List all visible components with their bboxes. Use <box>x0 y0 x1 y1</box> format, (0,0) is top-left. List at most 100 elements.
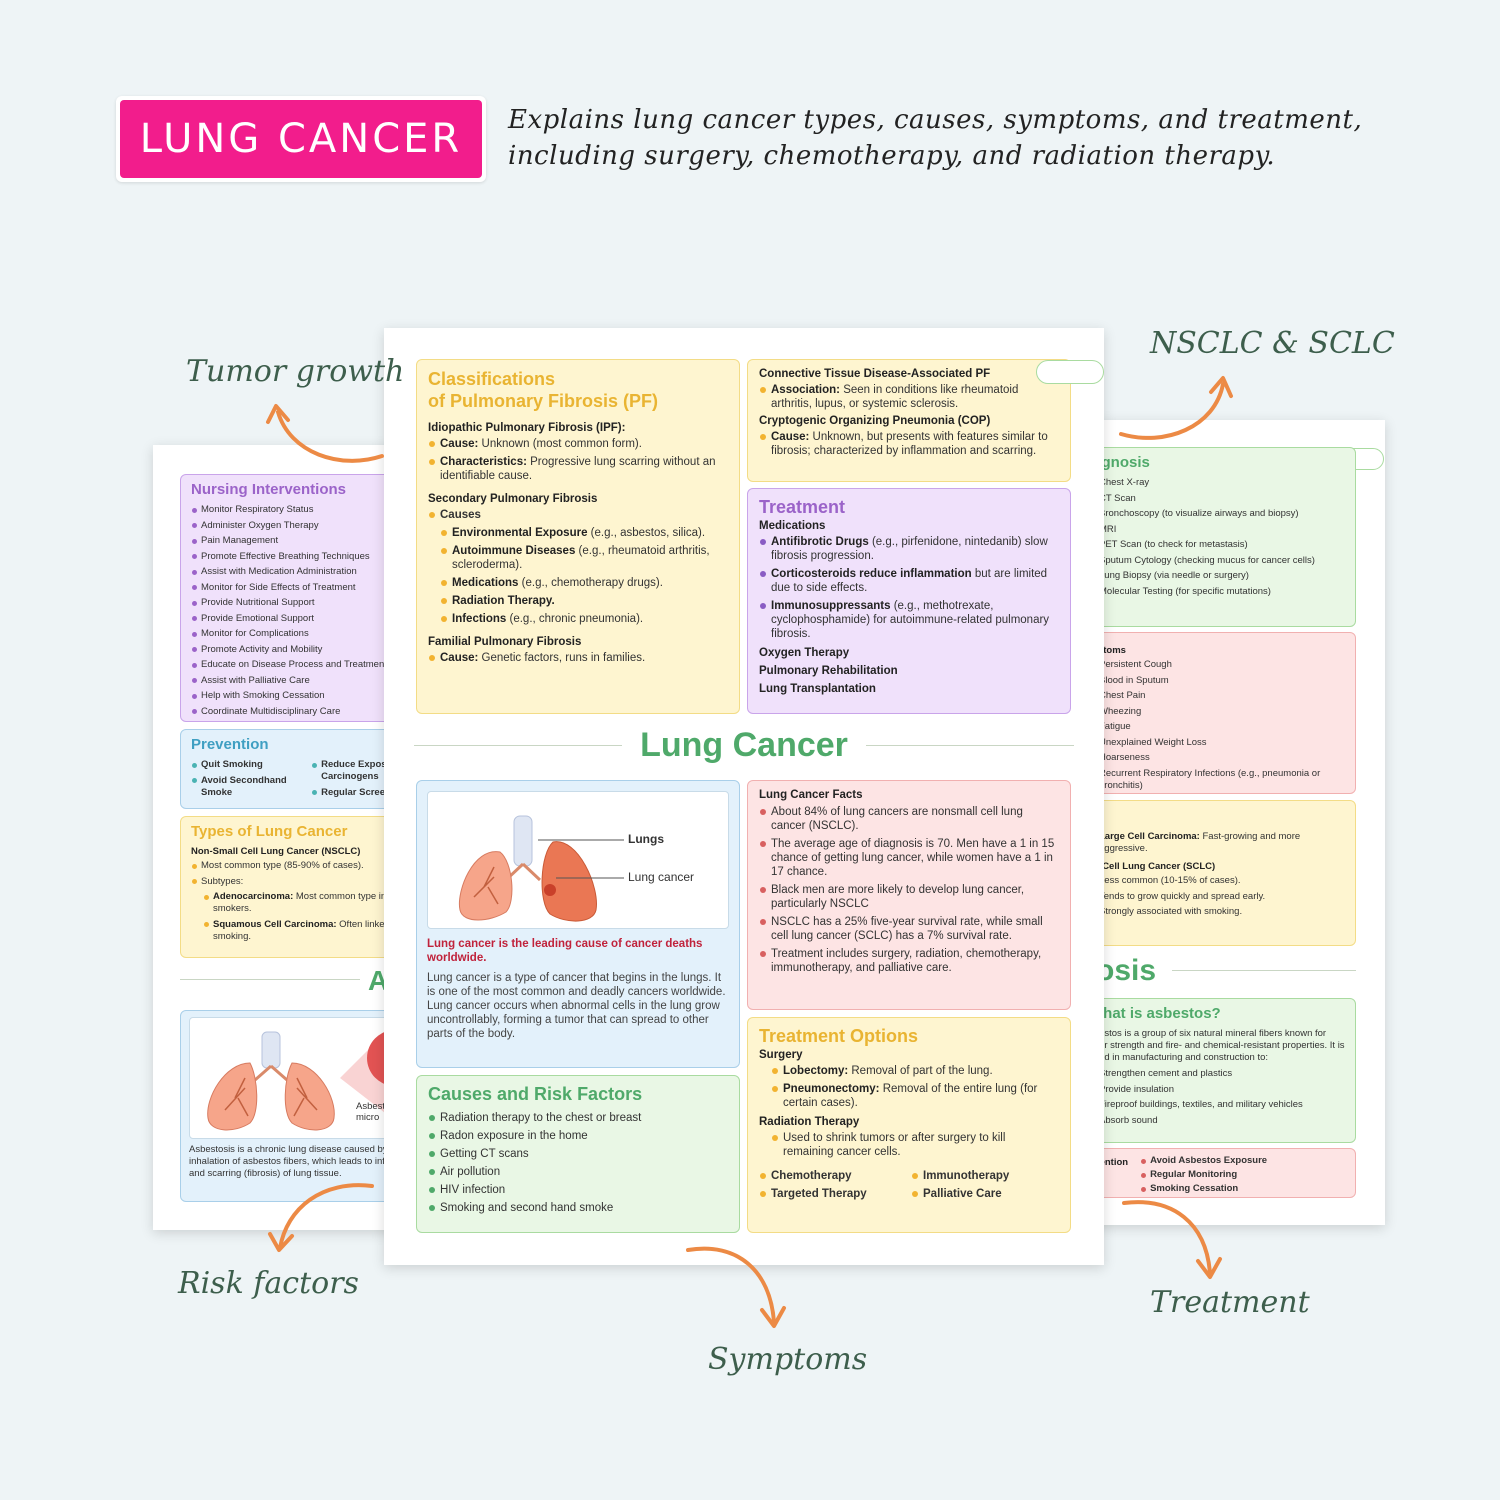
list-item: Large Cell Carcinoma: Fast-growing and m… <box>1089 831 1345 855</box>
list-item: Bronchoscopy (to visualize airways and b… <box>1089 508 1345 520</box>
classifications-title: Classifications of Pulmonary Fibrosis (P… <box>428 369 659 411</box>
list-item: Educate on Disease Process and Treatment <box>191 659 413 671</box>
list-item: Regular Screening <box>311 787 413 799</box>
lung-cancer-heading: Lung Cancer <box>414 726 1074 765</box>
list-item: Corticosteroids reduce inflammation but … <box>759 567 1059 595</box>
list-item: Molecular Testing (for specific mutation… <box>1089 586 1345 598</box>
list-item: Adenocarcinoma: Most common type in non-… <box>203 891 413 915</box>
divider <box>1172 970 1356 971</box>
tab-pill <box>1036 360 1104 384</box>
list-item: Environmental Exposure (e.g., asbestos, … <box>440 526 728 540</box>
list-item: Quit Smoking <box>191 759 299 771</box>
list-item: Used to shrink tumors or after surgery t… <box>771 1131 1059 1159</box>
list-item: Autoimmune Diseases (e.g., rheumatoid ar… <box>440 544 728 572</box>
definition-card: Lungs Lung cancer Lung cancer is the lea… <box>416 780 740 1068</box>
diagnosis-card: iagnosis Chest X-ray CT Scan Bronchoscop… <box>1080 447 1356 627</box>
list-item: Persistent Cough <box>1089 659 1345 671</box>
rehab-heading: Pulmonary Rehabilitation <box>759 665 898 677</box>
lung-figure: Lungs Lung cancer <box>427 791 729 929</box>
list-item: Causes <box>428 508 728 522</box>
list-item: Pneumonectomy: Removal of the entire lun… <box>771 1082 1059 1110</box>
list-item: Sputum Cytology (checking mucus for canc… <box>1089 555 1345 567</box>
callout-risk-factors: Risk factors <box>178 1266 359 1301</box>
fpf-heading: Familial Pulmonary Fibrosis <box>428 636 582 648</box>
list-item: About 84% of lung cancers are nonsmall c… <box>759 805 1059 833</box>
list-item: Avoid Asbestos Exposure <box>1140 1155 1267 1167</box>
list-item: CT Scan <box>1089 493 1345 505</box>
list-item: Blood in Sputum <box>1089 675 1345 687</box>
list-item: Promote Activity and Mobility <box>191 644 413 656</box>
list-item: Provide Nutritional Support <box>191 597 413 609</box>
arrow-nsclc-icon <box>1119 376 1233 440</box>
asbestosis-card: Asbestos micro Asbestosis is a chronic l… <box>180 1010 413 1202</box>
asbestos-prevention-card: evention Avoid Asbestos Exposure Regular… <box>1080 1148 1356 1198</box>
list-item: Monitor for Complications <box>191 628 413 640</box>
lungs-icon <box>458 815 624 922</box>
causes-title: Causes and Risk Factors <box>428 1084 643 1104</box>
oxygen-heading: Oxygen Therapy <box>759 647 850 659</box>
list-item: Radon exposure in the home <box>428 1129 728 1143</box>
lead-statement: Lung cancer is the leading cause of canc… <box>427 938 703 964</box>
illustration-label: Asbestos micro <box>356 1101 396 1123</box>
callout-tumor-growth: Tumor growth <box>186 354 405 389</box>
prevention-card: Prevention Quit Smoking Avoid Secondhand… <box>180 729 413 809</box>
list-item: Avoid Secondhand Smoke <box>191 775 299 799</box>
list-item: Smoking Cessation <box>1140 1183 1267 1195</box>
title-badge: LUNG CANCER <box>116 96 486 182</box>
list-item: The average age of diagnosis is 70. Men … <box>759 837 1059 879</box>
label-lungs: Lungs <box>628 832 664 846</box>
list-item: Recurrent Respiratory Infections (e.g., … <box>1089 768 1345 792</box>
sclc-heading: all Cell Lung Cancer (SCLC) <box>1089 861 1216 872</box>
list-item: Absorb sound <box>1089 1115 1345 1127</box>
list-item: Lung Biopsy (via needle or surgery) <box>1089 570 1345 582</box>
list-item: Strongly associated with smoking. <box>1089 906 1345 918</box>
list-item: Pain Management <box>191 535 413 547</box>
list-item: Reduce Exposure to Carcinogens <box>311 759 413 783</box>
prevention-title: Prevention <box>191 736 269 753</box>
list-item: Infections (e.g., chronic pneumonia). <box>440 612 728 626</box>
list-item: Palliative Care <box>911 1187 1061 1201</box>
prevention-label: evention <box>1089 1157 1129 1168</box>
list-item: Monitor Respiratory Status <box>191 504 413 516</box>
list-item: Hoarseness <box>1089 752 1345 764</box>
arrow-treatment-icon <box>1122 1200 1222 1279</box>
callout-nsclc-sclc: NSCLC & SCLC <box>1150 326 1395 361</box>
ipf-heading: Idiopathic Pulmonary Fibrosis (IPF): <box>428 422 626 434</box>
nursing-interventions-card: Nursing Interventions Monitor Respirator… <box>180 474 413 722</box>
left-sheet: Nursing Interventions Monitor Respirator… <box>153 445 413 1230</box>
list-item: Coordinate Multidisciplinary Care <box>191 706 413 718</box>
list-item: PET Scan (to check for metastasis) <box>1089 539 1345 551</box>
list-item: Assist with Medication Administration <box>191 566 413 578</box>
list-item: Cause: Genetic factors, runs in families… <box>428 651 728 665</box>
list-item: Lobectomy: Removal of part of the lung. <box>771 1064 1059 1078</box>
list-item: Air pollution <box>428 1165 728 1179</box>
list-item: Radiation therapy to the chest or breast <box>428 1111 728 1125</box>
list-item: Provide insulation <box>1089 1084 1345 1096</box>
ctd-card: Connective Tissue Disease-Associated PF … <box>747 359 1071 482</box>
list-item: Less common (10-15% of cases). <box>1089 875 1345 887</box>
medications-heading: Medications <box>759 520 826 532</box>
sclc-card: Large Cell Carcinoma: Fast-growing and m… <box>1080 800 1356 946</box>
list-item: Promote Effective Breathing Techniques <box>191 551 413 563</box>
transplant-heading: Lung Transplantation <box>759 683 876 695</box>
list-item: Association: Seen in conditions like rhe… <box>759 383 1059 411</box>
label-lung-cancer: Lung cancer <box>628 870 695 884</box>
list-item: Fatigue <box>1089 721 1345 733</box>
list-item: Targeted Therapy <box>759 1187 911 1201</box>
pf-treatment-card: Treatment Medications Antifibrotic Drugs… <box>747 488 1071 714</box>
list-item: Administer Oxygen Therapy <box>191 520 413 532</box>
list-item: Black men are more likely to develop lun… <box>759 883 1059 911</box>
divider <box>180 979 360 980</box>
list-item: MRI <box>1089 524 1345 536</box>
list-item: Tends to grow quickly and spread early. <box>1089 891 1345 903</box>
list-item: Fireproof buildings, textiles, and milit… <box>1089 1099 1345 1111</box>
ctd-heading: Connective Tissue Disease-Associated PF <box>759 368 991 380</box>
list-item: Strengthen cement and plastics <box>1089 1068 1345 1080</box>
arrow-risk-factors-icon <box>268 1183 374 1252</box>
treatment-options-card: Treatment Options Surgery Lobectomy: Rem… <box>747 1017 1071 1233</box>
symptoms-card: mptoms Persistent Cough Blood in Sputum … <box>1080 632 1356 794</box>
asbestos-title: What is asbestos? <box>1089 1005 1221 1022</box>
list-item: Radiation Therapy. <box>440 594 728 608</box>
asbestosis-heading-right: osis <box>1096 954 1157 987</box>
asbestosis-illustration: Asbestos micro <box>189 1017 413 1139</box>
